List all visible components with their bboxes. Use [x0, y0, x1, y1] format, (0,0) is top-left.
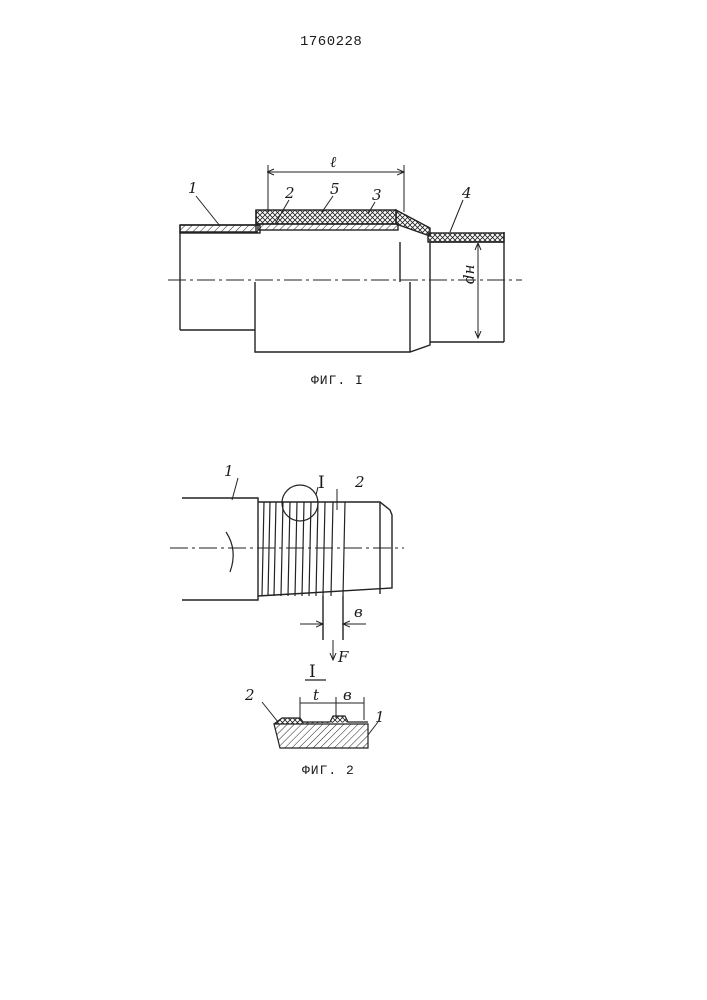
detail-tape-layer — [274, 716, 368, 724]
pipe-1-wall — [180, 225, 260, 233]
tape-strip — [323, 596, 343, 640]
sleeve-layer-5 — [256, 210, 396, 224]
fig2-label-force: F — [337, 648, 349, 666]
pipe-4-wall — [428, 233, 504, 242]
pipe-1-outline — [180, 225, 258, 330]
pipe-4-outline — [430, 232, 504, 342]
fig1-label-length: ℓ — [330, 153, 336, 171]
fig2-label-width: в — [354, 603, 363, 621]
fig1-label-part4: 4 — [461, 184, 472, 202]
fig2-label-part1: 1 — [224, 462, 234, 480]
fig2-label-part2: 2 — [354, 473, 365, 491]
detail-callout-circle — [282, 485, 318, 521]
detail-base-layer — [274, 724, 368, 748]
pipe-body-lower — [180, 242, 430, 352]
figure-2-caption: ФИГ. 2 — [302, 763, 355, 778]
fig1-label-diameter: dн — [460, 265, 478, 284]
detail-label-width: в — [343, 686, 352, 704]
fig1-label-part2: 2 — [284, 184, 295, 202]
inner-layer-2 — [258, 224, 398, 230]
detail-view — [262, 680, 378, 748]
detail-label-pitch: t — [313, 686, 320, 704]
sleeve-taper — [396, 210, 430, 236]
fig1-label-part1: 1 — [188, 179, 198, 197]
detail-title: I — [309, 662, 316, 682]
pipe-1-body-fig2 — [182, 498, 258, 600]
tape-windings — [262, 502, 345, 596]
detail-label-part1: 1 — [375, 708, 385, 726]
fig1-label-part3: 3 — [372, 186, 382, 204]
detail-label-part2: 2 — [244, 686, 255, 704]
fig1-label-part5: 5 — [330, 180, 340, 198]
fig2-label-detail: I — [318, 473, 325, 493]
figure-2 — [170, 478, 404, 660]
figure-1-caption: ФИГ. I — [311, 373, 364, 388]
